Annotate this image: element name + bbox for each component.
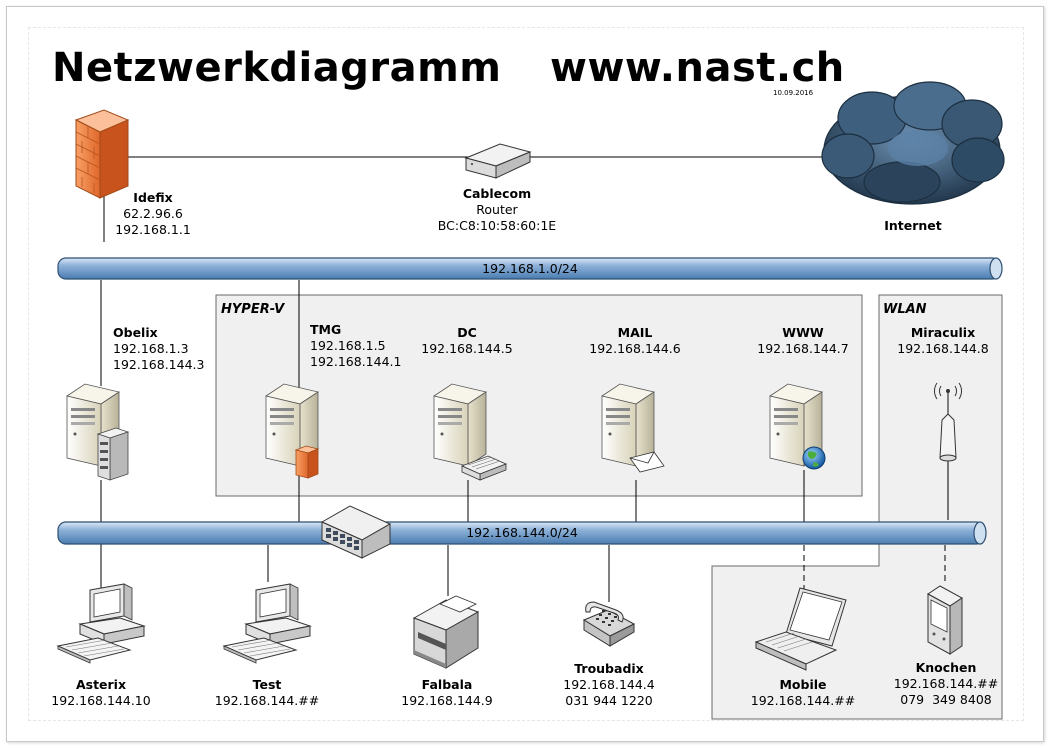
mail-server-icon [601,383,665,473]
router-label: Cablecom Router BC:C8:10:58:60:1E [437,186,557,233]
firewall-icon [74,109,130,199]
mobile-label: Mobile 192.168.144.## [750,677,856,708]
phone-icon [582,601,636,647]
falbala-label: Falbala 192.168.144.9 [401,677,493,708]
bus-lan [57,257,1003,280]
dc-server-icon [433,383,508,481]
site-name: www.nast.ch [550,45,845,91]
handheld-icon [927,585,963,655]
asterix-pc-icon [57,583,145,664]
obelix-label: Obelix 192.168.1.3 192.168.144.3 [113,325,205,372]
tmg-server-icon [265,383,320,479]
mail-label: MAIL 192.168.144.6 [589,325,681,356]
test-label: Test 192.168.144.## [214,677,320,708]
wlan-group-label: WLAN [883,302,927,317]
laptop-icon [754,587,847,671]
page-margin [28,27,1024,721]
wireless-links [803,545,946,590]
miraculix-label: Miraculix 192.168.144.8 [897,325,989,356]
tmg-label: TMG 192.168.1.5 192.168.144.1 [310,322,402,369]
access-point-icon [933,382,963,462]
www-server-icon [769,383,826,470]
router-icon [464,143,532,179]
bus-internal [57,521,987,545]
test-pc-icon [223,583,311,664]
asterix-label: Asterix 192.168.144.10 [51,677,151,708]
troubadix-label: Troubadix 192.168.144.4 031 944 1220 [563,661,655,708]
diagram-date: 10.09.2016 [773,89,814,97]
obelix-server-icon [66,383,130,481]
knochen-label: Knochen 192.168.144.## 079 349 8408 [893,660,999,707]
printer-icon [412,595,480,669]
bus-internal-label: 192.168.144.0/24 [466,525,578,540]
internet-label: Internet [884,218,942,233]
dc-label: DC 192.168.144.5 [421,325,513,356]
www-label: WWW 192.168.144.7 [757,325,849,356]
hyperv-group-box [215,294,863,497]
switch-icon [320,505,392,559]
diagram-title: Netzwerkdiagramm [52,45,502,91]
hyperv-group-label: HYPER-V [221,302,285,317]
internet-cloud-icon [821,81,1005,205]
idefix-label: Idefix 62.2.96.6 192.168.1.1 [115,190,191,237]
bus-lan-label: 192.168.1.0/24 [482,261,578,276]
